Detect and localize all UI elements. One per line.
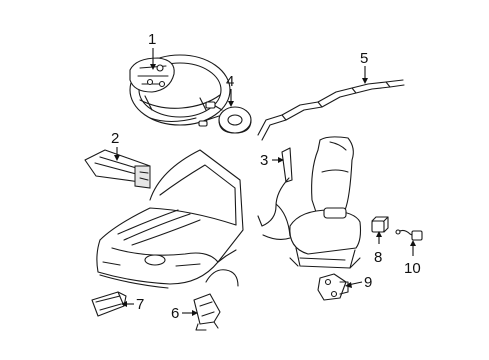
car-front-illustration bbox=[96, 149, 244, 289]
callout-6: 6 bbox=[171, 305, 179, 322]
callout-7: 7 bbox=[136, 296, 144, 313]
passenger-airbag-illustration bbox=[84, 149, 151, 189]
callout-labels: 1 2 3 4 5 6 7 8 9 10 bbox=[111, 31, 421, 322]
occupant-sensor-illustration bbox=[371, 216, 389, 233]
side-impact-sensor-illustration bbox=[395, 229, 423, 241]
callout-3: 3 bbox=[260, 152, 268, 169]
steering-wheel-illustration bbox=[129, 54, 231, 126]
callout-1: 1 bbox=[148, 31, 156, 48]
control-module-illustration bbox=[317, 273, 349, 301]
curtain-airbag-illustration bbox=[257, 79, 405, 141]
callout-4: 4 bbox=[226, 73, 234, 90]
callout-9: 9 bbox=[364, 274, 372, 291]
seat-illustration bbox=[289, 136, 362, 269]
callout-10: 10 bbox=[404, 260, 421, 277]
impact-sensor-illustration bbox=[193, 293, 221, 331]
clockspring-illustration bbox=[198, 101, 252, 134]
callout-8: 8 bbox=[374, 249, 382, 266]
callout-2: 2 bbox=[111, 130, 119, 147]
knee-airbag-illustration bbox=[91, 291, 127, 317]
callout-5: 5 bbox=[360, 50, 368, 67]
leader-lines bbox=[114, 48, 416, 316]
